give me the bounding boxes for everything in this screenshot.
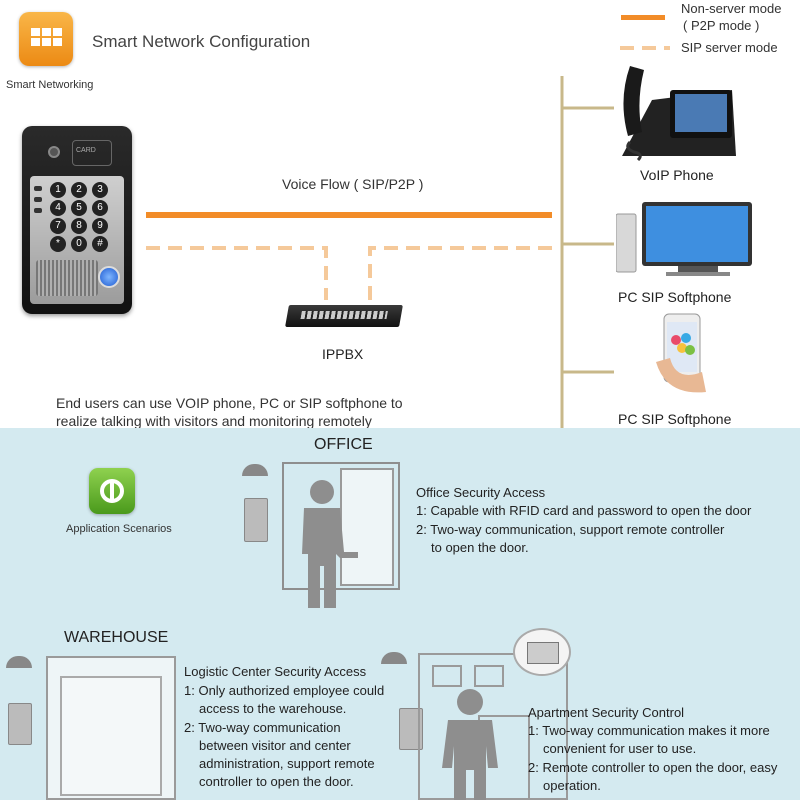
- apartment-title: Apartment Security Control: [528, 705, 685, 720]
- voip-phone-label: VoIP Phone: [640, 167, 714, 183]
- legend-solid-line: [621, 15, 665, 20]
- legend-sip-server-mode: SIP server mode: [681, 40, 778, 55]
- warehouse-item-1b: access to the warehouse.: [199, 701, 347, 716]
- voice-flow-label: Voice Flow ( SIP/P2P ): [282, 176, 424, 192]
- warehouse-item-2b: between visitor and center: [199, 738, 351, 753]
- legend-non-server-mode: Non-server mode: [681, 1, 782, 16]
- warehouse-item-1a: 1: Only authorized employee could: [184, 683, 385, 698]
- mobile-softphone-label: PC SIP Softphone: [618, 411, 732, 427]
- card-label: CARD: [76, 147, 96, 154]
- status-led-2: [34, 197, 42, 202]
- status-led-3: [34, 208, 42, 213]
- application-scenarios-label: Application Scenarios: [66, 523, 172, 535]
- office-door-right: [340, 468, 394, 586]
- warehouse-camera-icon: [6, 656, 32, 668]
- apartment-item-2b: operation.: [543, 778, 601, 793]
- pc-softphone-label: PC SIP Softphone: [618, 289, 732, 305]
- apartment-item-1a: 1: Two-way communication makes it more: [528, 723, 770, 738]
- call-button[interactable]: [98, 266, 120, 288]
- warehouse-heading: WAREHOUSE: [64, 629, 169, 646]
- warehouse-door-phone-icon: [8, 703, 32, 745]
- ippbx-label: IPPBX: [322, 346, 364, 362]
- apartment-person-figure: [442, 689, 498, 800]
- warehouse-title: Logistic Center Security Access: [184, 664, 367, 679]
- warehouse-door: [60, 676, 162, 796]
- key-0[interactable]: 0: [71, 236, 87, 252]
- description-line-2: realize talking with visitors and monito…: [56, 413, 372, 429]
- ippbx-ports: [300, 311, 388, 319]
- office-door-phone-icon: [244, 498, 268, 542]
- application-scenarios-icon: [89, 468, 135, 514]
- apartment-item-2a: 2: Remote controller to open the door, e…: [528, 760, 778, 775]
- smart-networking-label: Smart Networking: [6, 79, 94, 91]
- key-2[interactable]: 2: [71, 182, 87, 198]
- warehouse-building: [46, 656, 176, 800]
- application-scenarios-panel: Application Scenarios OFFICE Office Secu…: [0, 428, 800, 800]
- keypad: 1 2 3 4 5 6 7 8 9 * 0 #: [50, 182, 110, 254]
- apartment-item-1b: convenient for user to use.: [543, 741, 697, 756]
- key-4[interactable]: 4: [50, 200, 66, 216]
- network-lines: [146, 76, 614, 428]
- network-configuration-panel: Smart Networking Smart Network Configura…: [6, 1, 782, 429]
- camera-icon: [48, 146, 60, 158]
- legend-p2p-mode: ( P2P mode ): [683, 18, 760, 33]
- key-6[interactable]: 6: [92, 200, 108, 216]
- speaker-grille: [36, 260, 98, 296]
- monitor-screen: [527, 642, 559, 664]
- legend-dashed-line: [620, 46, 670, 50]
- key-7[interactable]: 7: [50, 218, 66, 234]
- card-reader-area: [72, 140, 112, 166]
- office-title: Office Security Access: [416, 485, 546, 500]
- key-star[interactable]: *: [50, 236, 66, 252]
- apartment-monitor-bubble: [513, 628, 571, 676]
- key-5[interactable]: 5: [71, 200, 87, 216]
- key-9[interactable]: 9: [92, 218, 108, 234]
- warehouse-item-2d: controller to open the door.: [199, 774, 354, 789]
- status-led-1: [34, 186, 42, 191]
- apartment-window-1: [432, 665, 462, 687]
- key-1[interactable]: 1: [50, 182, 66, 198]
- office-item-1: 1: Capable with RFID card and password t…: [416, 503, 752, 518]
- warehouse-item-2a: 2: Two-way communication: [184, 720, 341, 735]
- office-heading: OFFICE: [314, 436, 373, 453]
- office-door-frame: [282, 462, 400, 590]
- key-3[interactable]: 3: [92, 182, 108, 198]
- warehouse-item-2c: administration, support remote: [199, 756, 375, 771]
- pc-softphone-icon: [616, 200, 756, 280]
- office-person-figure: [302, 480, 358, 608]
- office-item-2b: to open the door.: [431, 540, 529, 555]
- key-hash[interactable]: #: [92, 236, 108, 252]
- mobile-softphone-icon: [656, 312, 716, 396]
- apartment-camera-icon: [381, 652, 407, 664]
- apartment-window-2: [474, 665, 504, 687]
- page-title: Smart Network Configuration: [92, 32, 311, 51]
- key-8[interactable]: 8: [71, 218, 87, 234]
- office-camera-icon: [242, 464, 268, 476]
- office-item-2a: 2: Two-way communication, support remote…: [416, 522, 725, 537]
- smart-networking-icon: [19, 12, 73, 66]
- voip-phone-icon: [612, 60, 740, 164]
- door-phone-device: CARD 1 2 3 4 5 6 7 8 9 * 0 #: [22, 126, 132, 314]
- description-line-1: End users can use VOIP phone, PC or SIP …: [56, 395, 403, 411]
- ippbx-device: [285, 305, 403, 327]
